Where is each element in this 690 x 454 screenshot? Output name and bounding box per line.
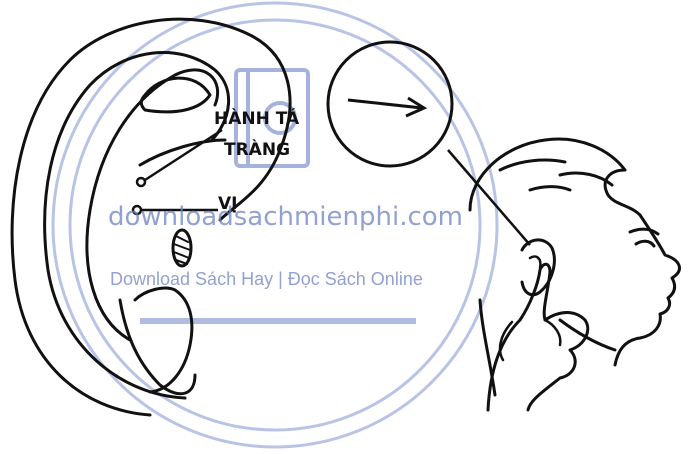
eye xyxy=(636,241,654,246)
watermark-tagline: Download Sách Hay | Đọc Sách Online xyxy=(110,269,423,290)
watermark-bar xyxy=(140,318,416,324)
label-hanh-ta: HÀNH TÁ xyxy=(214,109,299,129)
hair-strands xyxy=(500,160,612,190)
ear-lobe xyxy=(120,300,195,394)
label-trang: TRÀNG xyxy=(224,140,290,160)
ear-concha xyxy=(135,288,192,392)
head-profile xyxy=(470,139,679,410)
ear-crus xyxy=(140,140,225,165)
acupoint-hanh-ta-trang xyxy=(137,178,145,186)
ear-upper-fossa xyxy=(141,78,210,112)
eye-brow xyxy=(630,229,658,234)
face-profile xyxy=(615,215,679,365)
watermark-site: downloadsachmienphi.com xyxy=(108,202,463,232)
